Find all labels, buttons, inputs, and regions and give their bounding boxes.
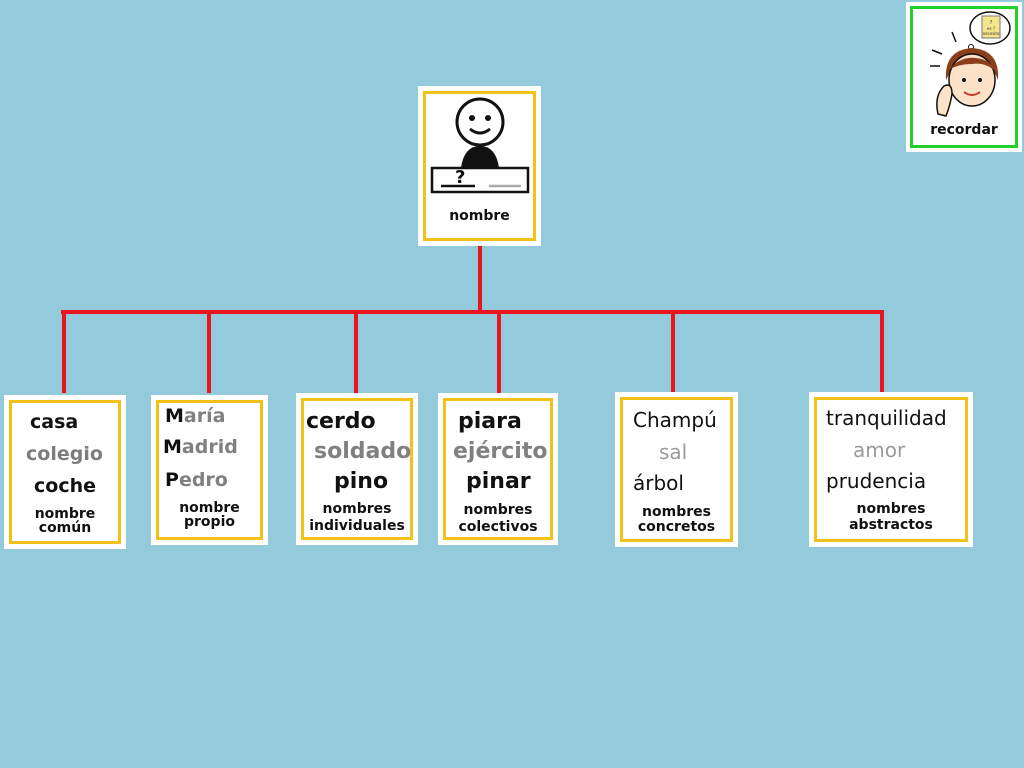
card-frame [814,397,968,542]
card-nombres-individuales: cerdo soldado pino nombres individuales [296,393,418,545]
card-frame [620,397,733,542]
card-frame [301,398,413,540]
svg-text:necesito: necesito [983,31,1000,36]
word-soldado: soldado [314,439,412,464]
word-pinar: pinar [466,469,531,494]
initial: P [165,469,179,491]
word-piara: piara [458,409,522,434]
card-nombre-comun: casa colegio coche nombre común [4,395,126,549]
initial: M [165,405,184,427]
root-card-frame [423,91,536,241]
caption-line-1: nombre [34,506,96,522]
word-maria: María [165,405,225,427]
rest: edro [178,469,228,491]
word-tranquilidad: tranquilidad [826,406,947,430]
question-mark: ? [455,167,465,188]
rest: aría [183,405,226,427]
svg-text:es ?: es ? [987,26,995,31]
word-cerdo: cerdo [306,409,376,434]
word-pedro: Pedro [165,469,228,491]
remember-label: recordar [930,122,998,138]
card-nombre-propio: María Madrid Pedro nombre propio [151,395,268,545]
word-pino: pino [334,469,389,494]
root-card-nombre: ? nombre [418,86,541,246]
caption-line-1: nombres [322,501,392,517]
caption-line-1: nombre [179,500,240,516]
word-champu: Champú [633,408,717,432]
person-with-name-blank-icon: ? [430,97,530,194]
remember-card[interactable]: ? es ? necesito recordar [906,2,1022,152]
initial: M [163,436,182,458]
remember-card-frame [910,6,1018,148]
caption-line-1: nombres [856,501,926,517]
word-madrid: Madrid [163,436,238,458]
card-frame [9,400,121,544]
word-ejercito: ejército [453,439,548,464]
caption-line-2: abstractos [849,517,933,533]
caption-line-2: concretos [637,519,716,535]
card-nombres-concretos: Champú sal árbol nombres concretos [615,392,738,547]
caption-line-1: nombres [463,502,533,518]
caption-line-2: colectivos [458,519,538,535]
caption-line-2: propio [184,514,235,530]
word-prudencia: prudencia [826,469,927,493]
card-frame [156,400,263,540]
svg-text:?: ? [990,20,993,26]
caption-line-1: nombres [642,504,711,520]
word-colegio: colegio [26,443,103,465]
word-arbol: árbol [633,471,684,495]
word-coche: coche [34,475,96,497]
card-nombres-colectivos: piara ejército pinar nombres colectivos [438,393,558,545]
root-caption: nombre [449,208,510,224]
caption-line-2: individuales [309,518,405,534]
rest: adrid [181,436,238,458]
card-frame [443,398,553,540]
card-nombres-abstractos: tranquilidad amor prudencia nombres abst… [809,392,973,547]
word-casa: casa [30,411,79,433]
thinking-girl-icon: ? es ? necesito [930,11,1011,117]
word-amor: amor [853,438,906,462]
word-sal: sal [659,440,688,464]
caption-line-2: común [38,520,92,536]
